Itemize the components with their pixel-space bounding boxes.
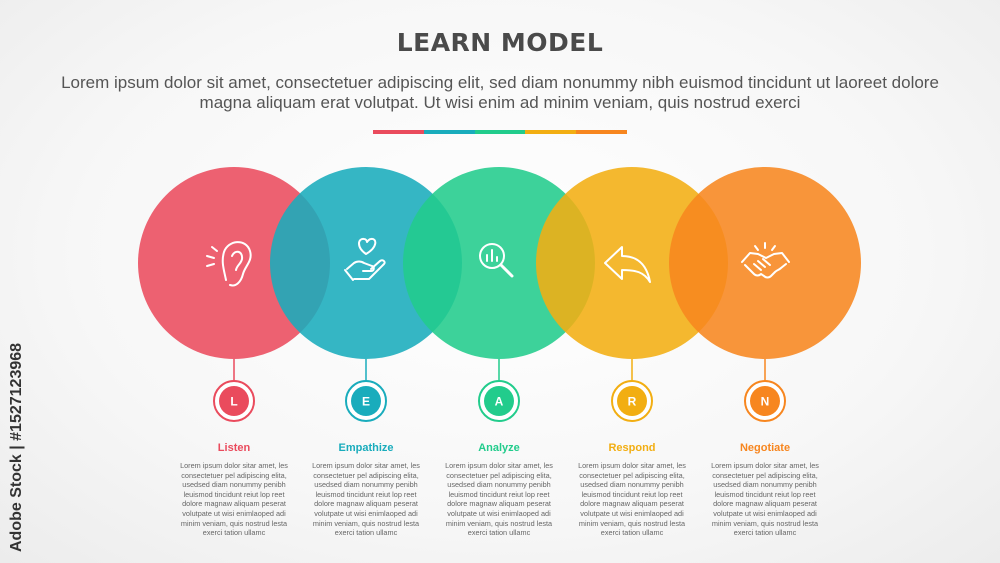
big-circles bbox=[138, 167, 861, 359]
step-description-analyze: Lorem ipsum dolor sitar amet, les consec… bbox=[445, 461, 553, 538]
divider-segment-teal bbox=[423, 130, 475, 134]
connectors bbox=[233, 359, 766, 381]
step-title-analyze: Analyze bbox=[478, 442, 520, 454]
badge-letter-empathize: E bbox=[362, 395, 370, 409]
badge-letter-listen: L bbox=[230, 395, 237, 409]
circle-analyze bbox=[403, 167, 595, 359]
step-description-negotiate: Lorem ipsum dolor sitar amet, les consec… bbox=[711, 461, 819, 538]
magnifier-chart-icon bbox=[479, 243, 514, 278]
color-divider bbox=[373, 130, 627, 134]
badge-negotiate bbox=[750, 386, 780, 416]
page-title: LEARN MODEL bbox=[396, 28, 604, 57]
circle-listen bbox=[138, 167, 330, 359]
badge-analyze bbox=[484, 386, 514, 416]
step-title-respond: Respond bbox=[608, 442, 656, 454]
step-description-respond: Lorem ipsum dolor sitar amet, les consec… bbox=[578, 461, 686, 538]
step-description-listen: Lorem ipsum dolor sitar amet, les consec… bbox=[180, 461, 288, 538]
divider-segment-yellow bbox=[525, 130, 577, 134]
badge-respond bbox=[617, 386, 647, 416]
letter-badges: L E A R N bbox=[213, 380, 786, 422]
heart-hand-icon bbox=[344, 237, 386, 281]
subtitle: Lorem ipsum dolor sit amet, consectetuer… bbox=[61, 73, 939, 112]
badge-letter-analyze: A bbox=[495, 395, 504, 409]
circle-negotiate bbox=[669, 167, 861, 359]
ear-icon bbox=[206, 241, 252, 287]
step-title-listen: Listen bbox=[217, 442, 251, 454]
badge-empathize bbox=[351, 386, 381, 416]
divider-segment-green bbox=[474, 130, 526, 134]
stock-watermark: Adobe Stock | #1527123968 bbox=[8, 342, 25, 552]
badge-letter-negotiate: N bbox=[761, 395, 770, 409]
divider-segment-orange bbox=[576, 130, 627, 134]
handshake-icon bbox=[741, 242, 790, 279]
reply-arrow-icon bbox=[604, 246, 651, 283]
badge-listen bbox=[219, 386, 249, 416]
circle-respond bbox=[536, 167, 728, 359]
step-description-empathize: Lorem ipsum dolor sitar amet, les consec… bbox=[312, 461, 420, 538]
badge-letter-respond: R bbox=[628, 395, 637, 409]
step-title-negotiate: Negotiate bbox=[739, 442, 791, 454]
divider-segment-red bbox=[373, 130, 424, 134]
step-title-empathize: Empathize bbox=[338, 442, 394, 454]
